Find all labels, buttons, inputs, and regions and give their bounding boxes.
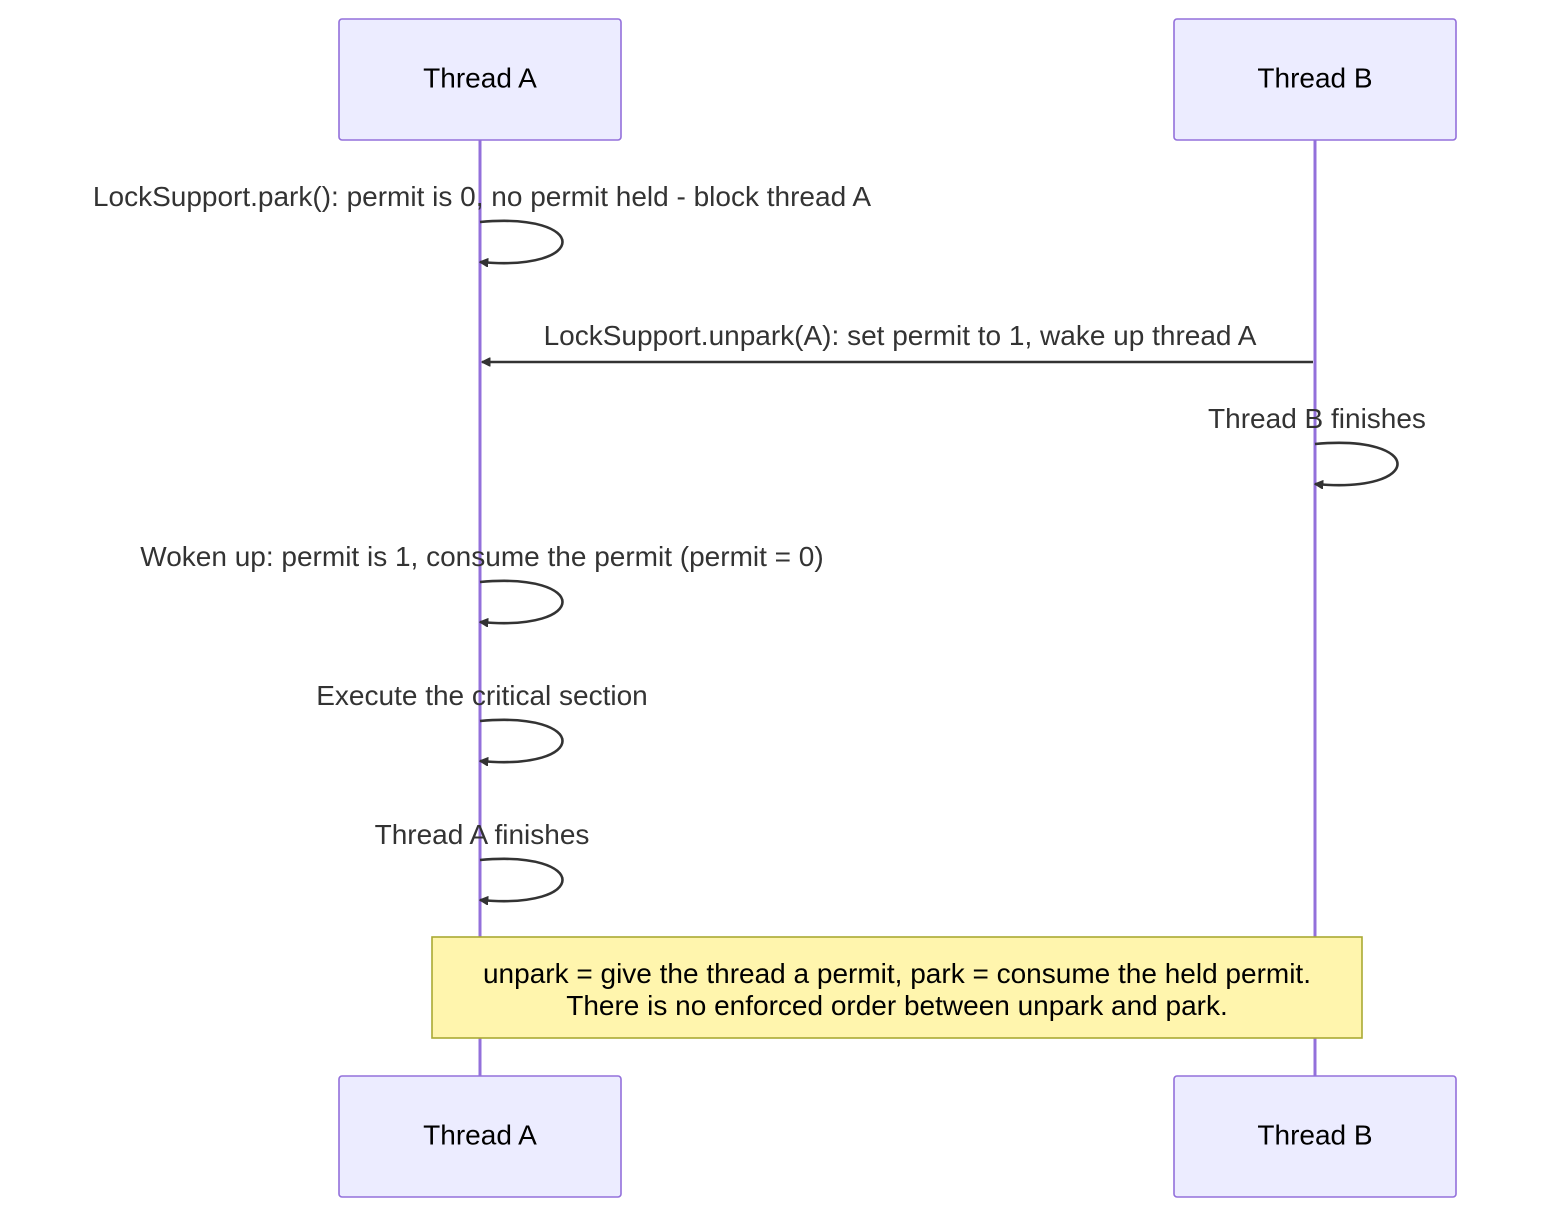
self-message-arrow <box>1315 441 1399 485</box>
actor-label: Thread B <box>1257 1119 1372 1150</box>
note: unpark = give the thread a permit, park … <box>431 936 1363 1039</box>
note-line: unpark = give the thread a permit, park … <box>483 958 1311 989</box>
message-label: Thread A finishes <box>375 819 590 850</box>
message-label: LockSupport.park(): permit is 0, no perm… <box>93 181 871 212</box>
message-park: LockSupport.park(): permit is 0, no perm… <box>93 181 871 263</box>
actor-label: Thread A <box>423 1119 537 1150</box>
message-thread-a-finishes: Thread A finishes <box>375 819 590 901</box>
message-label: Execute the critical section <box>316 680 648 711</box>
message-critical-section: Execute the critical section <box>316 680 648 762</box>
message-label: Woken up: permit is 1, consume the permi… <box>140 541 823 572</box>
self-message-arrow <box>480 857 564 901</box>
self-message-arrow <box>480 718 564 762</box>
actor-label: Thread A <box>423 62 537 93</box>
message-woken-up: Woken up: permit is 1, consume the permi… <box>140 541 824 623</box>
actor-label: Thread B <box>1257 62 1372 93</box>
self-message-arrow <box>480 219 564 263</box>
actor-thread-b-top: Thread B <box>1173 18 1457 141</box>
message-thread-b-finishes: Thread B finishes <box>1208 403 1426 485</box>
actor-thread-a-top: Thread A <box>338 18 622 141</box>
message-label: LockSupport.unpark(A): set permit to 1, … <box>544 320 1257 351</box>
actor-thread-a-bottom: Thread A <box>338 1075 622 1198</box>
actor-thread-b-bottom: Thread B <box>1173 1075 1457 1198</box>
message-unpark: LockSupport.unpark(A): set permit to 1, … <box>482 320 1313 362</box>
message-label: Thread B finishes <box>1208 403 1426 434</box>
self-message-arrow <box>480 579 564 623</box>
note-line: There is no enforced order between unpar… <box>566 990 1228 1021</box>
